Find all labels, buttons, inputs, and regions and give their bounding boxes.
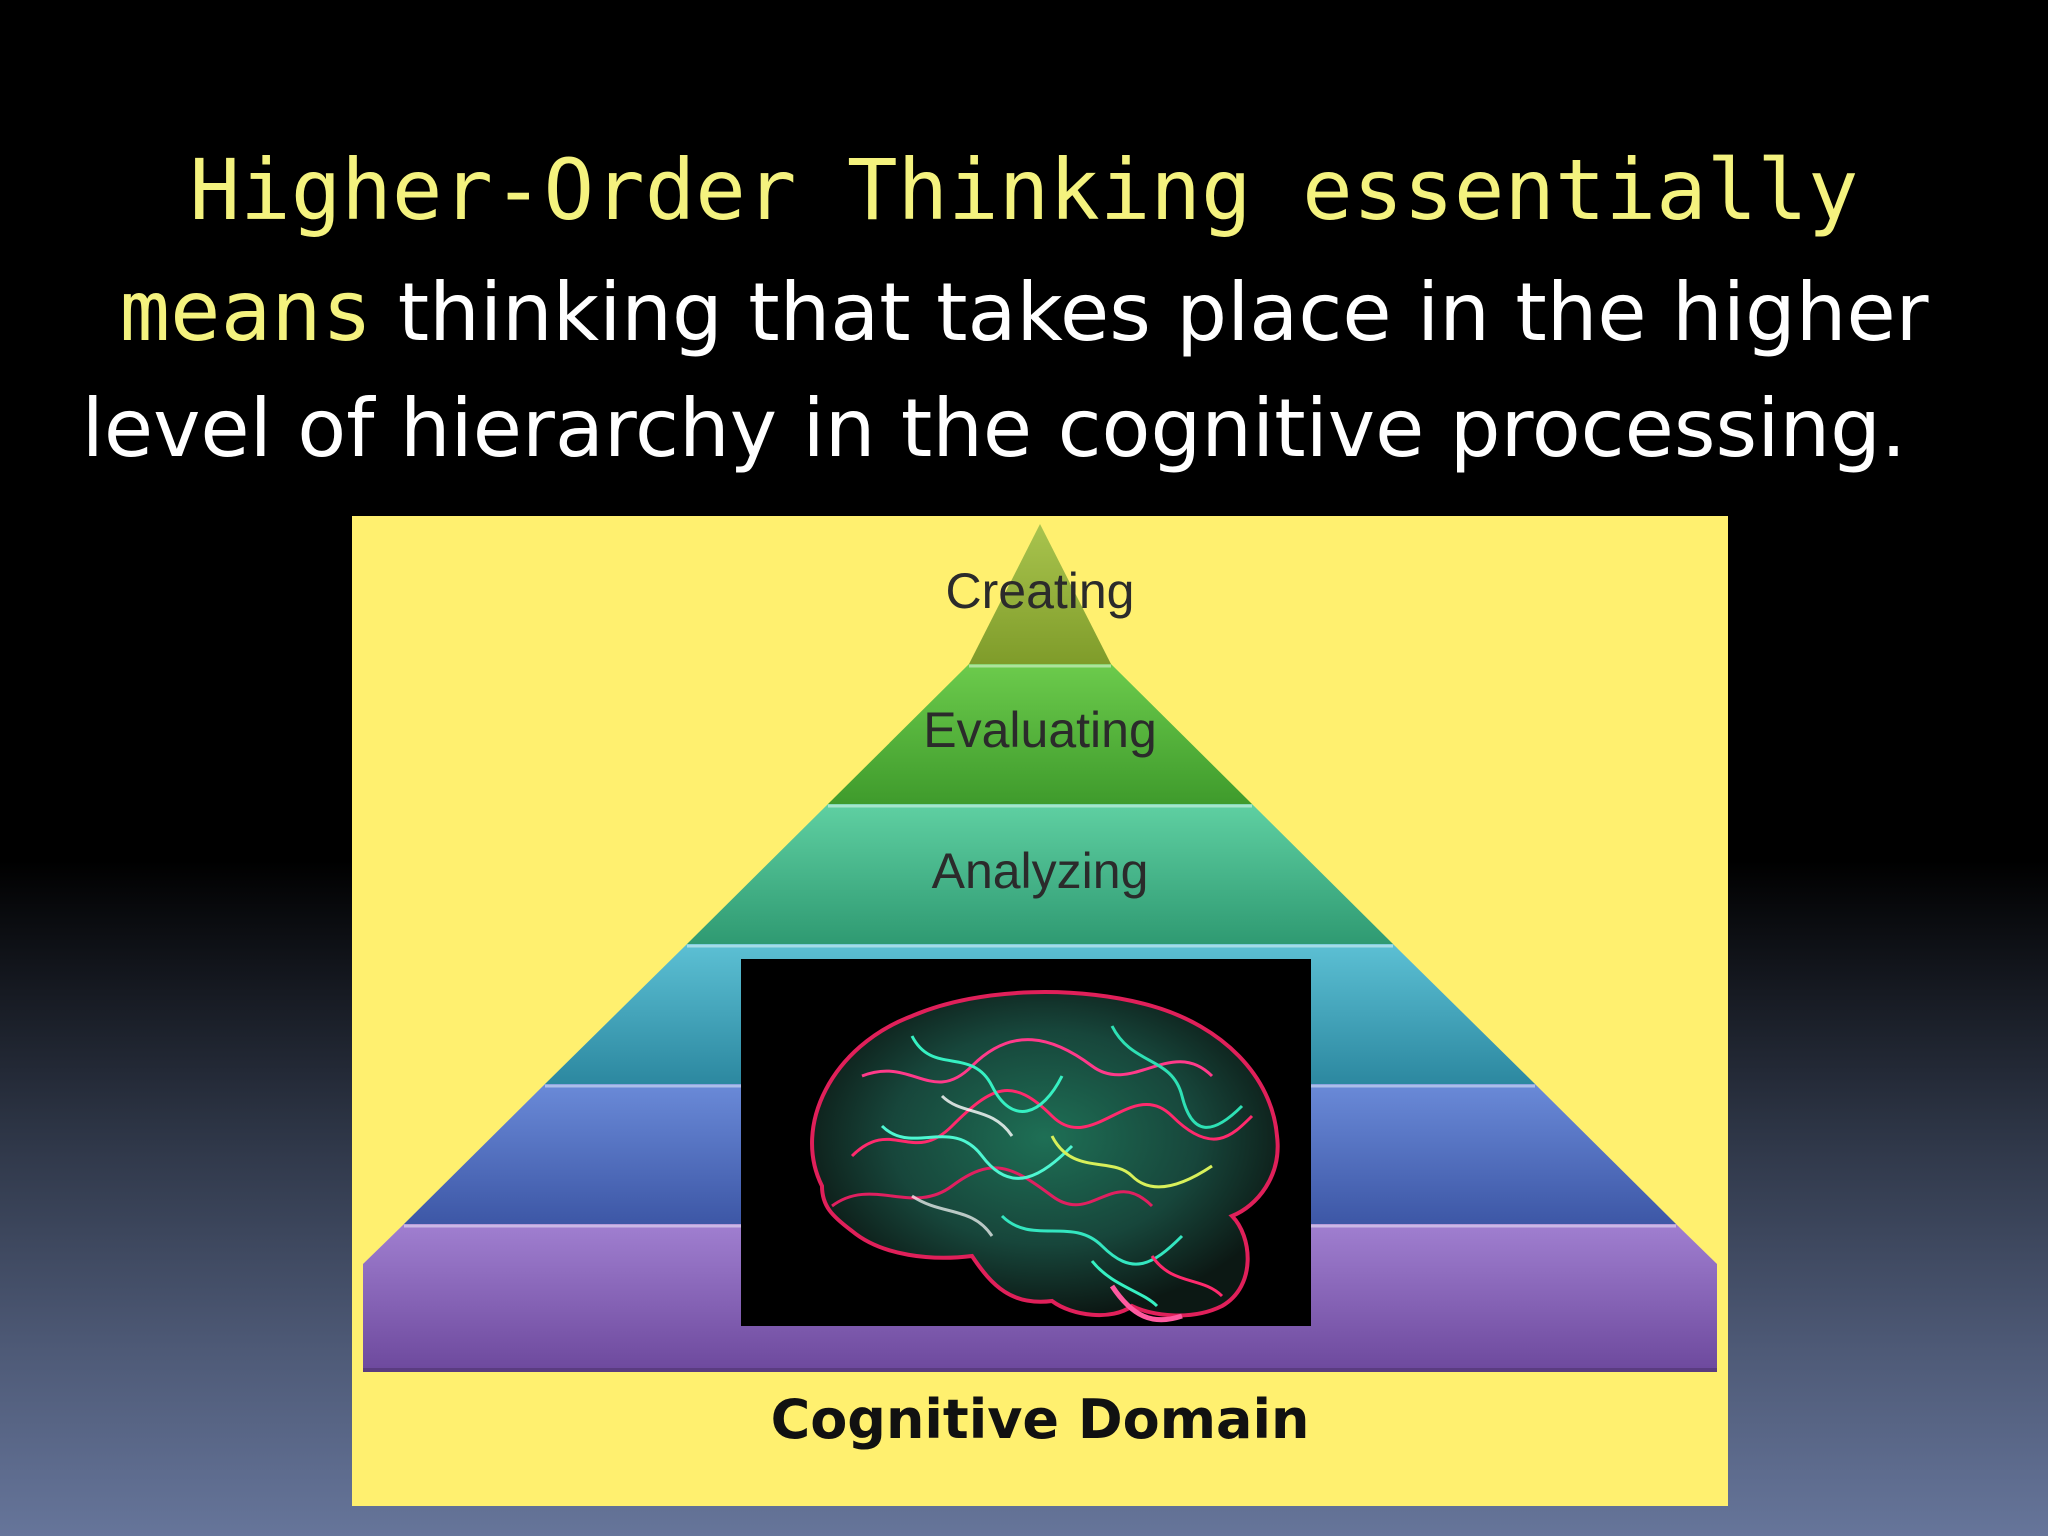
heading-highlight-2: means — [119, 262, 373, 360]
brain-image-icon — [741, 959, 1311, 1326]
tier-label-creating: Creating — [946, 563, 1135, 619]
pyramid-tier-creating — [969, 524, 1111, 664]
heading-highlight-1: Higher-Order Thinking essentially — [189, 141, 1859, 239]
pyramid-tier-evaluating — [828, 664, 1252, 804]
pyramid-tier-analyzing — [687, 804, 1393, 944]
cognitive-pyramid-diagram: Creating Evaluating Analyzing — [352, 516, 1728, 1506]
heading-line-2: means thinking that takes place in the h… — [0, 252, 2048, 370]
tier-label-evaluating: Evaluating — [923, 702, 1157, 758]
pyramid-caption: Cognitive Domain — [771, 1388, 1310, 1451]
tier-label-analyzing: Analyzing — [932, 843, 1149, 899]
heading-line-1: Higher-Order Thinking essentially — [0, 128, 2048, 252]
heading-line-3: level of hierarchy in the cognitive proc… — [0, 370, 2048, 488]
heading-body-2: thinking that takes place in the higher — [372, 266, 1929, 359]
heading-body-3: level of hierarchy in the cognitive proc… — [81, 382, 1907, 475]
slide-heading: Higher-Order Thinking essentially means … — [0, 128, 2048, 488]
